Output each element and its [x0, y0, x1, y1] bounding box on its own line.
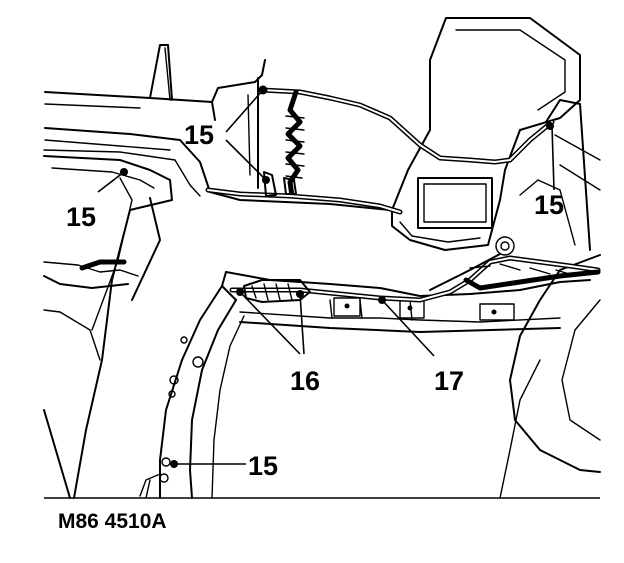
- callout-15-right: 15: [534, 190, 564, 220]
- figure-reference: M86 4510A: [58, 510, 167, 533]
- callout-labels: 15 15 15 15 16 17: [66, 120, 564, 481]
- lower-body-structure: [139, 254, 601, 499]
- wiring-harness-upper: [205, 87, 555, 215]
- leader-lines: [97, 89, 555, 465]
- callout-17: 17: [434, 366, 464, 396]
- callout-16: 16: [290, 366, 320, 396]
- callout-15-left: 15: [66, 202, 96, 232]
- pillar-trim: [43, 155, 173, 499]
- callout-15-top: 15: [184, 120, 214, 150]
- callout-15-bottom: 15: [248, 451, 278, 481]
